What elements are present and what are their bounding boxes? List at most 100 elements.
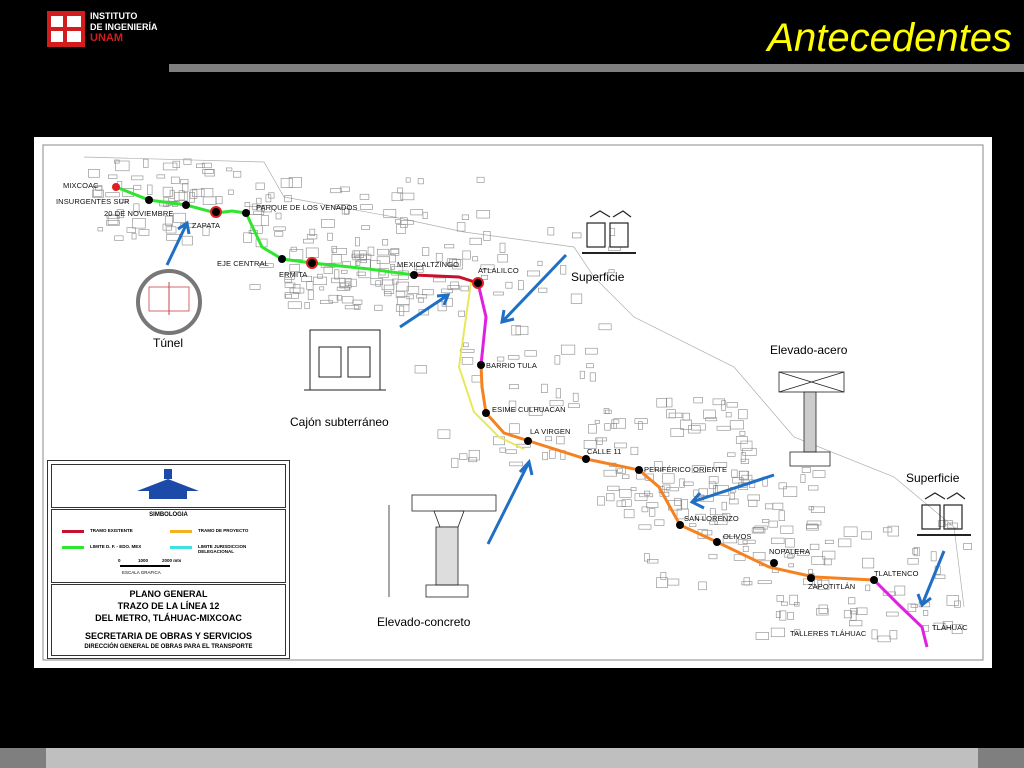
- city-block: [309, 228, 316, 236]
- city-block: [638, 524, 652, 530]
- street-grid: [83, 156, 965, 608]
- station-label: OLIVOS: [723, 532, 752, 541]
- city-block: [748, 499, 758, 507]
- city-block: [708, 481, 717, 489]
- city-block: [764, 503, 774, 510]
- station-label: TLÁHUAC: [932, 623, 968, 632]
- city-block: [328, 294, 339, 303]
- city-block: [147, 184, 153, 195]
- city-block: [162, 223, 172, 231]
- city-block: [649, 508, 656, 517]
- city-block: [586, 363, 594, 369]
- plan-title-line: TRAZO DE LA LÍNEA 12: [117, 601, 220, 611]
- city-block: [331, 254, 342, 264]
- city-block: [603, 469, 617, 477]
- logo-line-3: UNAM: [90, 32, 123, 44]
- plan-title-line: PLANO GENERAL: [129, 589, 208, 599]
- city-block: [963, 543, 973, 550]
- city-block: [809, 543, 820, 551]
- city-block: [370, 278, 383, 286]
- city-block: [327, 232, 333, 241]
- city-block: [886, 611, 899, 617]
- city-block: [691, 423, 706, 431]
- city-block: [725, 412, 732, 418]
- surface-icon-1: [582, 210, 636, 254]
- city-block: [770, 627, 785, 638]
- city-block: [422, 247, 430, 256]
- city-block: [390, 248, 400, 256]
- city-block: [738, 409, 748, 420]
- city-block: [114, 159, 120, 164]
- city-block: [783, 549, 795, 558]
- elevated-steel-icon: [778, 371, 845, 467]
- city-block: [739, 471, 750, 481]
- arrows: [165, 220, 946, 608]
- city-block: [374, 304, 383, 311]
- yellow-line: [457, 281, 525, 450]
- city-block: [444, 244, 455, 249]
- caption-tunnel: Túnel: [153, 336, 184, 350]
- city-block: [781, 601, 788, 606]
- city-block: [549, 400, 564, 407]
- city-block: [274, 231, 284, 237]
- city-block: [178, 190, 185, 201]
- city-block: [166, 234, 180, 241]
- city-block: [287, 301, 302, 309]
- city-block: [538, 287, 548, 293]
- city-block: [848, 597, 856, 605]
- scale-label: 1000: [138, 558, 149, 563]
- city-block: [913, 547, 920, 557]
- legend-item: LIMITE D. F. - EDO. MEX: [90, 544, 142, 549]
- city-block: [747, 494, 760, 501]
- city-block: [583, 440, 597, 450]
- city-block: [462, 250, 471, 260]
- city-block: [817, 579, 830, 590]
- city-block: [400, 220, 414, 225]
- city-block: [359, 253, 372, 260]
- legend-item: TRAMO EXISTENTE: [90, 528, 133, 533]
- logo-line-2: DE INGENIERÍA: [90, 22, 158, 32]
- city-block: [422, 211, 428, 219]
- city-block: [446, 258, 457, 266]
- magenta-line: [476, 282, 488, 366]
- city-block: [476, 176, 485, 183]
- agency-emblem-icon: [137, 469, 199, 499]
- city-block: [954, 600, 961, 608]
- city-block: [517, 280, 524, 291]
- station-label: ATLALILCO: [478, 266, 519, 275]
- city-block: [285, 294, 292, 299]
- city-block: [133, 203, 140, 213]
- city-block: [606, 493, 615, 502]
- city-block: [703, 409, 716, 419]
- city-block: [469, 237, 482, 245]
- city-block: [511, 325, 521, 336]
- city-block: [344, 305, 360, 310]
- city-block: [405, 177, 411, 183]
- city-block: [910, 604, 919, 608]
- city-block: [554, 355, 561, 365]
- city-block: [319, 286, 325, 291]
- city-block: [414, 265, 423, 271]
- city-block: [180, 179, 189, 185]
- city-block: [395, 218, 401, 224]
- agency-name: SECRETARIA DE OBRAS Y SERVICIOS: [84, 631, 253, 641]
- city-block: [757, 580, 772, 585]
- city-block: [806, 524, 819, 531]
- stations: [112, 183, 878, 584]
- city-block: [215, 196, 223, 205]
- city-block: [542, 452, 548, 461]
- city-block: [399, 305, 405, 317]
- city-block: [771, 537, 785, 544]
- city-block: [666, 397, 673, 408]
- city-block: [476, 210, 490, 219]
- city-block: [742, 447, 757, 456]
- city-block: [783, 486, 798, 497]
- city-block: [105, 192, 120, 198]
- city-block: [331, 277, 346, 284]
- scale-label: 0: [118, 558, 121, 563]
- city-block: [202, 226, 210, 236]
- city-block: [249, 284, 261, 290]
- legend-item: TRAMO DE PROYECTO: [198, 528, 249, 533]
- footer-bar: [0, 748, 1024, 768]
- city-block: [192, 188, 205, 198]
